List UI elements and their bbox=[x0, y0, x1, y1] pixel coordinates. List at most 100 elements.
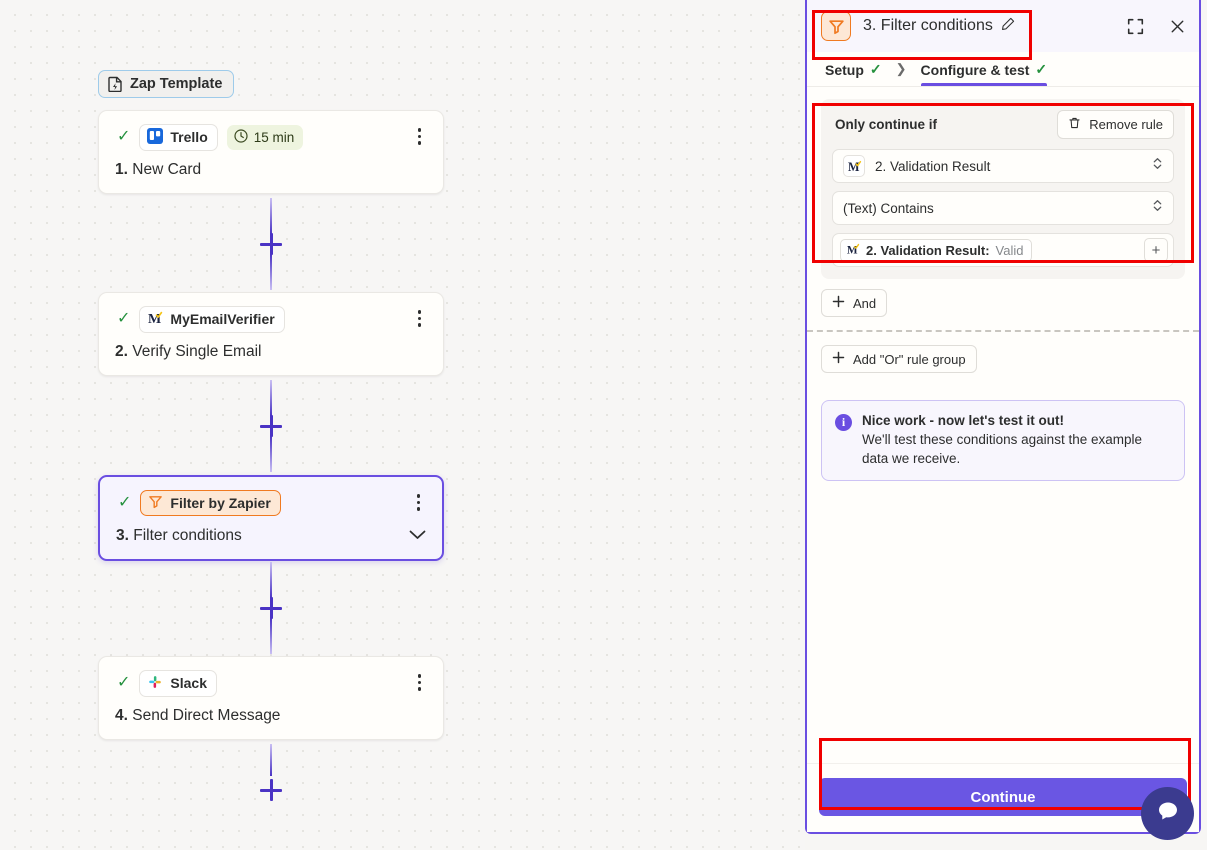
node-card-4[interactable]: ✓ Slack 4. Send Direct Me bbox=[98, 656, 444, 740]
tab-label: Setup bbox=[825, 61, 864, 78]
node-menu-button[interactable] bbox=[412, 126, 428, 147]
add-step-button-1[interactable] bbox=[260, 233, 282, 255]
app-name: Trello bbox=[170, 129, 208, 145]
node-card-2[interactable]: ✓ M MyEmailVerifier 2. Verify Single Ema… bbox=[98, 292, 444, 376]
app-name: Filter by Zapier bbox=[170, 495, 271, 511]
node-title: Verify Single Email bbox=[132, 343, 262, 360]
node-menu-button[interactable] bbox=[411, 492, 427, 513]
connector-4 bbox=[260, 744, 282, 802]
rule-group-divider bbox=[807, 330, 1199, 332]
node-title-row: 2. Verify Single Email bbox=[115, 343, 427, 361]
expand-icon[interactable] bbox=[1127, 18, 1144, 35]
close-icon[interactable] bbox=[1170, 19, 1185, 34]
app-name: Slack bbox=[170, 675, 207, 691]
node-header: ✓ Filter by Zapier bbox=[116, 490, 426, 516]
check-icon: ✓ bbox=[118, 494, 132, 511]
connector-line bbox=[270, 254, 272, 290]
node-card-1[interactable]: ✓ Trello 15 min 1. New Card bbox=[98, 110, 444, 194]
app-chip-slack[interactable]: Slack bbox=[139, 669, 217, 697]
panel-title-wrap: 3. Filter conditions bbox=[863, 17, 1015, 36]
node-title: Filter conditions bbox=[133, 527, 242, 544]
check-icon: ✓ bbox=[117, 310, 131, 327]
pencil-icon[interactable] bbox=[1001, 17, 1015, 36]
remove-rule-label: Remove rule bbox=[1089, 117, 1163, 132]
rule-header: Only continue if Remove rule bbox=[832, 110, 1174, 139]
connector-line bbox=[270, 618, 272, 654]
node-title-row: 3. Filter conditions bbox=[116, 527, 426, 545]
node-number: 4. bbox=[115, 707, 128, 724]
operator-select-value: (Text) Contains bbox=[843, 200, 934, 216]
myemailverifier-icon: M bbox=[846, 242, 860, 259]
connector-1 bbox=[260, 198, 282, 290]
connector-2 bbox=[260, 380, 282, 472]
node-card-3[interactable]: ✓ Filter by Zapier 3. Filter conditions bbox=[98, 475, 444, 561]
node-header: ✓ M MyEmailVerifier bbox=[115, 305, 428, 333]
field-select[interactable]: M 2. Validation Result bbox=[832, 149, 1174, 183]
node-title-row: 4. Send Direct Message bbox=[115, 707, 427, 725]
connector-line bbox=[270, 744, 272, 776]
chevron-down-icon[interactable] bbox=[409, 527, 426, 545]
check-icon: ✓ bbox=[869, 61, 882, 77]
or-row: Add "Or" rule group bbox=[807, 332, 1199, 373]
chevron-updown-icon bbox=[1152, 156, 1163, 176]
and-label: And bbox=[853, 295, 877, 311]
trash-icon bbox=[1068, 116, 1081, 133]
value-token[interactable]: M 2. Validation Result: Valid bbox=[840, 238, 1033, 262]
svg-text:M: M bbox=[847, 244, 858, 256]
connector-line bbox=[270, 380, 272, 416]
filter-icon bbox=[821, 11, 851, 41]
tab-setup[interactable]: Setup ✓ bbox=[825, 61, 882, 86]
myemailverifier-icon: M bbox=[843, 155, 865, 177]
app-chip-trello[interactable]: Trello bbox=[139, 123, 218, 151]
token-label: 2. Validation Result: bbox=[866, 242, 990, 258]
remove-rule-button[interactable]: Remove rule bbox=[1057, 110, 1174, 139]
continue-button[interactable]: Continue bbox=[819, 778, 1187, 816]
filter-icon bbox=[148, 494, 163, 512]
slack-icon bbox=[147, 674, 163, 693]
plus-icon bbox=[832, 351, 845, 367]
add-and-condition-button[interactable]: And bbox=[821, 289, 888, 317]
node-number: 3. bbox=[116, 527, 129, 544]
or-label: Add "Or" rule group bbox=[853, 351, 966, 367]
notice-body: We'll test these conditions against the … bbox=[862, 432, 1142, 466]
myemailverifier-icon: M bbox=[147, 310, 163, 329]
token-value: Valid bbox=[995, 242, 1024, 258]
zap-template-badge[interactable]: Zap Template bbox=[98, 70, 235, 98]
app-chip-filter-by-zapier[interactable]: Filter by Zapier bbox=[140, 490, 281, 516]
delay-label: 15 min bbox=[253, 129, 295, 145]
step-config-panel: 3. Filter conditions Setup ✓ ❯ bbox=[805, 0, 1201, 834]
add-value-button[interactable]: + bbox=[1144, 238, 1168, 262]
add-or-rule-group-button[interactable]: Add "Or" rule group bbox=[821, 345, 977, 373]
chevron-updown-icon bbox=[1152, 198, 1163, 218]
chat-widget-button[interactable] bbox=[1141, 787, 1194, 840]
add-step-button-4[interactable] bbox=[260, 779, 282, 801]
tab-configure-test[interactable]: Configure & test ✓ bbox=[920, 61, 1048, 86]
app-chip-myemailverifier[interactable]: M MyEmailVerifier bbox=[139, 305, 285, 333]
connector-3 bbox=[260, 562, 282, 654]
field-select-value: 2. Validation Result bbox=[875, 158, 991, 174]
node-menu-button[interactable] bbox=[412, 672, 428, 693]
add-step-button-2[interactable] bbox=[260, 415, 282, 437]
check-icon: ✓ bbox=[117, 128, 131, 145]
node-menu-button[interactable] bbox=[412, 308, 428, 329]
delay-badge: 15 min bbox=[226, 124, 304, 150]
node-header: ✓ Trello 15 min bbox=[115, 123, 428, 151]
and-row: And bbox=[807, 279, 1199, 330]
clock-icon bbox=[234, 128, 248, 146]
panel-header: 3. Filter conditions bbox=[807, 0, 1199, 52]
add-step-button-3[interactable] bbox=[260, 597, 282, 619]
node-header: ✓ Slack bbox=[115, 669, 428, 697]
rule-heading: Only continue if bbox=[835, 117, 938, 132]
operator-select[interactable]: (Text) Contains bbox=[832, 191, 1174, 225]
filter-rule-group: Only continue if Remove rule M bbox=[821, 99, 1185, 279]
node-title: New Card bbox=[132, 161, 202, 178]
panel-body: Only continue if Remove rule M bbox=[807, 87, 1199, 763]
value-field[interactable]: M 2. Validation Result: Valid + bbox=[832, 233, 1174, 267]
app-name: MyEmailVerifier bbox=[170, 311, 275, 327]
tab-separator-icon: ❯ bbox=[895, 61, 907, 76]
template-icon bbox=[108, 76, 123, 92]
check-icon: ✓ bbox=[1035, 61, 1048, 77]
panel-footer: Continue bbox=[807, 763, 1199, 832]
page-title: 3. Filter conditions bbox=[863, 17, 993, 34]
